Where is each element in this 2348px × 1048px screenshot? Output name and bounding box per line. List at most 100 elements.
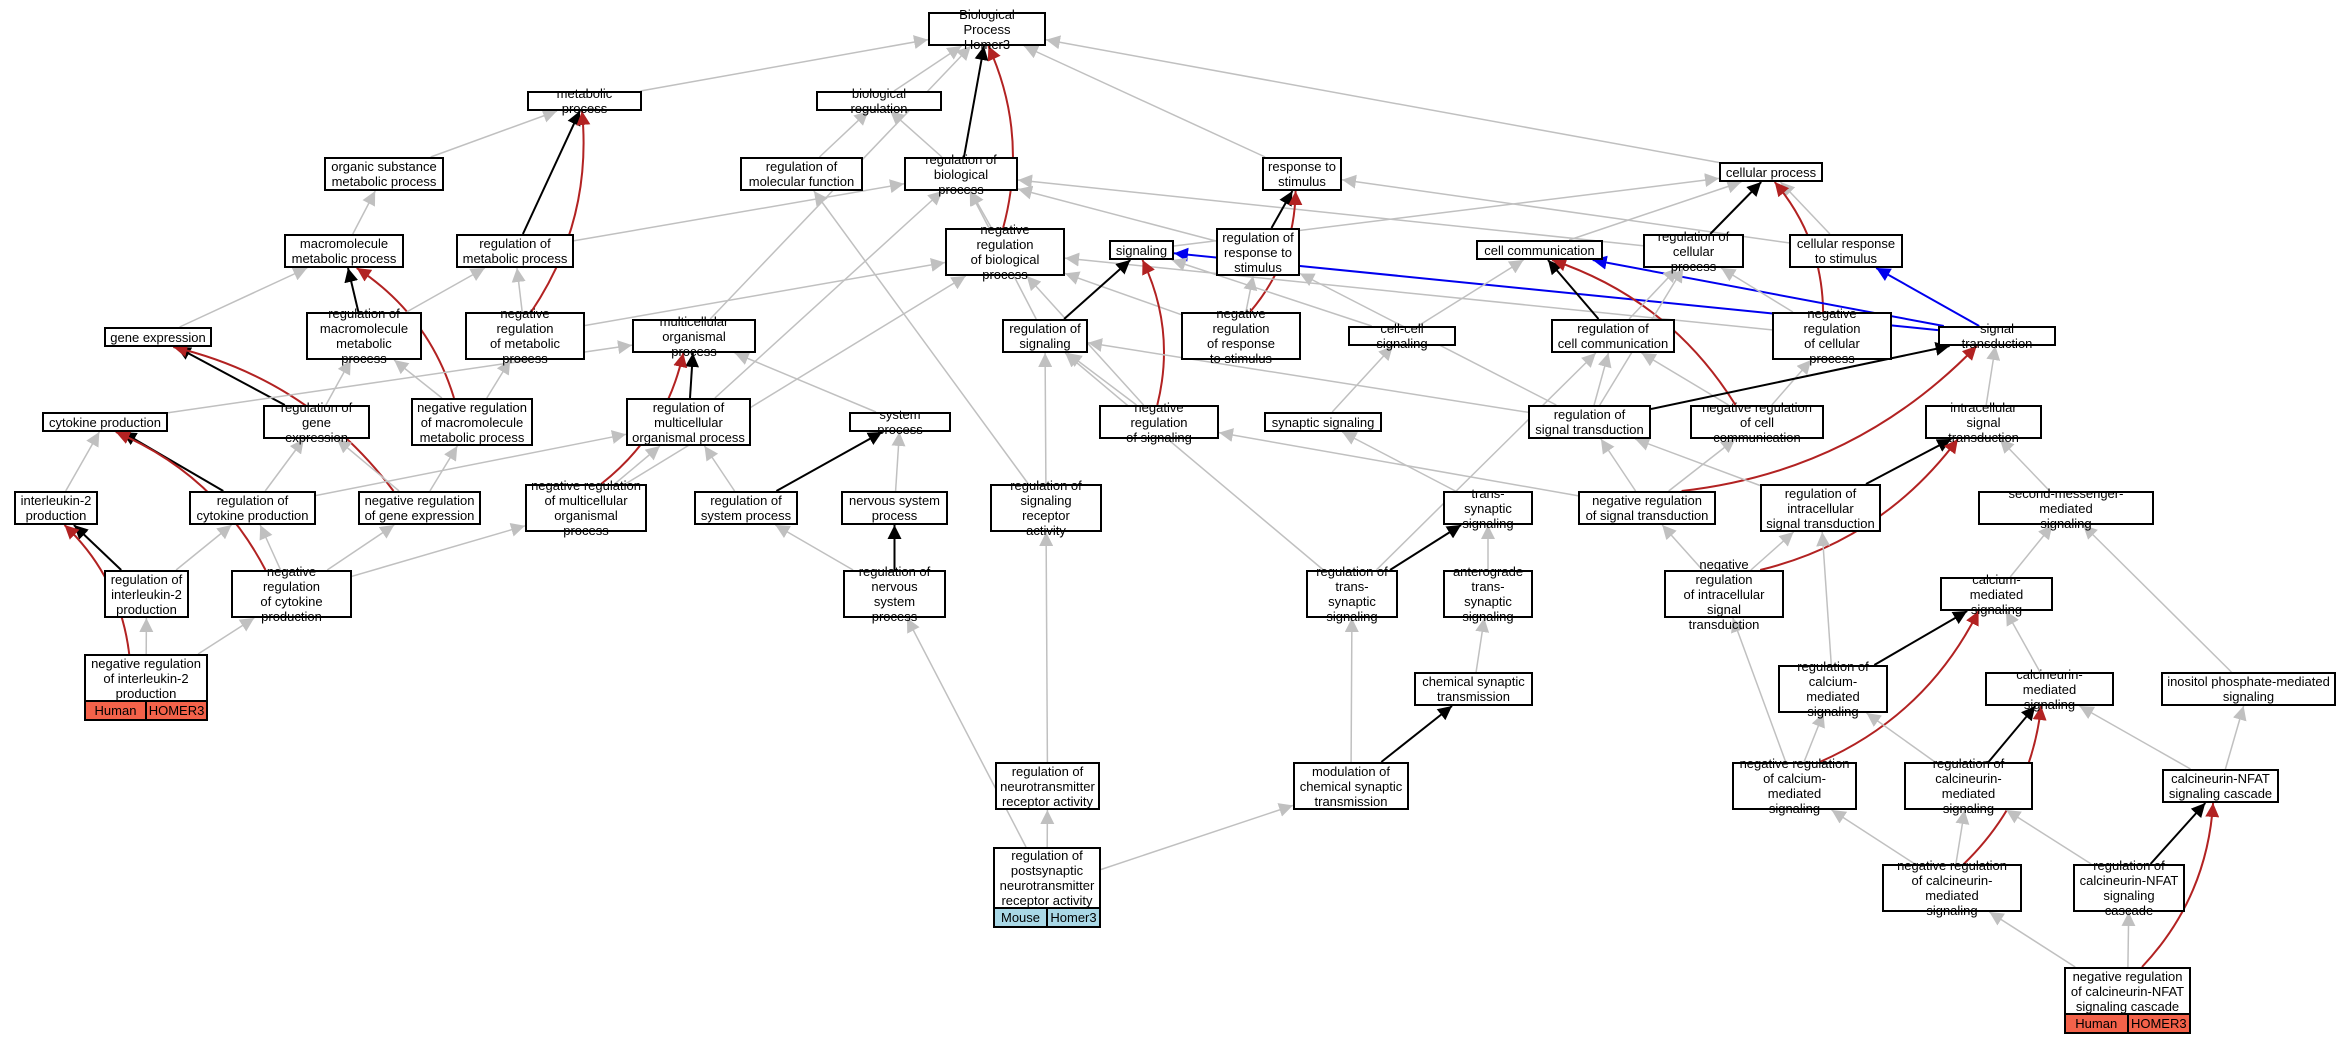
go-term-regulation-of-cytokine-production[interactable]: regulation of cytokine production xyxy=(189,491,316,525)
go-term-biological-regulation[interactable]: biological regulation xyxy=(816,86,942,116)
edge-gray xyxy=(264,438,305,492)
edge-gray xyxy=(1017,185,1217,242)
go-term-second-messenger-mediated-signaling[interactable]: second-messenger-mediated signaling xyxy=(1978,486,2154,531)
edge-gray xyxy=(325,359,352,406)
go-term-synaptic-signaling[interactable]: synaptic signaling xyxy=(1264,412,1382,432)
edge-gray xyxy=(1375,352,1597,571)
go-term-regulation-of-cell-communication[interactable]: regulation of cell communication xyxy=(1551,319,1675,353)
go-term-regulation-of-interleukin-2-production[interactable]: regulation of interleukin-2 production xyxy=(104,570,189,618)
go-term-negative-regulation-of-cell-communication[interactable]: negative regulation of cell communicatio… xyxy=(1690,400,1824,445)
edge-gray xyxy=(889,110,943,158)
go-term-chemical-synaptic-transmission[interactable]: chemical synaptic transmission xyxy=(1414,672,1533,706)
go-term-regulation-of-biological-process[interactable]: regulation of biological process xyxy=(904,152,1018,197)
edge-gray xyxy=(1803,712,1825,763)
go-term-regulation-of-signaling-receptor-activity[interactable]: regulation of signaling receptor activit… xyxy=(990,478,1102,538)
edge-red xyxy=(1141,259,1165,406)
edge-gray xyxy=(315,430,627,497)
go-term-negative-regulation-of-metabolic-process[interactable]: negative regulation of metabolic process xyxy=(465,306,585,366)
go-term-regulation-of-multicellular-organismal-process[interactable]: regulation of multicellular organismal p… xyxy=(626,398,751,446)
go-term-inositol-phosphate-mediated-signaling[interactable]: inositol phosphate-mediated signaling xyxy=(2161,672,2336,706)
go-term-calcineurin-nfat-signaling-cascade[interactable]: calcineurin-NFAT signaling cascade xyxy=(2162,769,2279,803)
go-term-regulation-of-calcineurin-nfat-signaling-cascade[interactable]: regulation of calcineurin-NFAT signaling… xyxy=(2073,858,2185,918)
go-term-calcineurin-mediated-signaling[interactable]: calcineurin-mediated signaling xyxy=(1985,667,2114,712)
go-term-anterograde-trans-synaptic-signaling[interactable]: anterograde trans-synaptic signaling xyxy=(1443,564,1533,624)
go-term-signal-transduction[interactable]: signal transduction xyxy=(1938,321,2056,351)
edge-gray xyxy=(1779,181,1831,235)
edge-gray xyxy=(640,35,929,92)
go-term-response-to-stimulus[interactable]: response to stimulus xyxy=(1262,157,1342,191)
go-term-regulation-of-intracellular-signal-transduction[interactable]: regulation of intracellular signal trans… xyxy=(1760,484,1881,532)
go-term-cell-cell-signaling[interactable]: cell-cell signaling xyxy=(1348,321,1456,351)
edge-gray xyxy=(175,524,232,571)
go-term-regulation-of-postsynaptic-neurotransmitter-receptor-activity[interactable]: regulation of postsynaptic neurotransmit… xyxy=(993,847,1101,909)
go-term-regulation-of-calcineurin-mediated-signaling[interactable]: regulation of calcineurin-mediated signa… xyxy=(1904,756,2033,816)
go-term-signaling[interactable]: signaling xyxy=(1109,240,1174,260)
go-term-multicellular-organismal-process[interactable]: multicellular organismal process xyxy=(632,314,756,359)
go-term-regulation-of-system-process[interactable]: regulation of system process xyxy=(694,491,798,525)
go-term-negative-regulation-of-cytokine-production[interactable]: negative regulation of cytokine producti… xyxy=(231,564,352,624)
go-term-negative-regulation-of-calcium-mediated-signaling[interactable]: negative regulation of calcium-mediated … xyxy=(1732,756,1857,816)
go-term-negative-regulation-of-signaling[interactable]: negative regulation of signaling xyxy=(1099,400,1219,445)
edge-gray xyxy=(891,431,906,492)
go-term-regulation-of-macromolecule-metabolic-process[interactable]: regulation of macromolecule metabolic pr… xyxy=(306,306,422,366)
go-term-metabolic-process[interactable]: metabolic process xyxy=(527,86,642,116)
go-term-nervous-system-process[interactable]: nervous system process xyxy=(841,491,948,525)
go-term-gene-expression[interactable]: gene expression xyxy=(104,327,212,347)
go-term-negative-regulation-of-cellular-process[interactable]: negative regulation of cellular process xyxy=(1772,306,1892,366)
edge-gray xyxy=(1087,338,1529,414)
edge-gray xyxy=(1218,428,1579,497)
edge-gray xyxy=(1171,257,1372,327)
go-term-intracellular-signal-transduction[interactable]: intracellular signal transduction xyxy=(1925,400,2042,445)
go-term-negative-regulation-of-intracellular-signal-transduction[interactable]: negative regulation of intracellular sig… xyxy=(1664,557,1784,632)
edge-gray xyxy=(1064,352,1324,571)
go-term-regulation-of-signal-transduction[interactable]: regulation of signal transduction xyxy=(1528,405,1651,439)
edge-gray xyxy=(2005,809,2092,865)
go-term-negative-regulation-of-response-to-stimulus[interactable]: negative regulation of response to stimu… xyxy=(1181,306,1301,366)
go-term-regulation-of-nervous-system-process[interactable]: regulation of nervous system process xyxy=(843,564,946,624)
edge-gray xyxy=(2079,705,2191,770)
go-term-trans-synaptic-signaling[interactable]: trans-synaptic signaling xyxy=(1443,486,1533,531)
go-term-cell-communication[interactable]: cell communication xyxy=(1476,240,1603,260)
go-term-regulation-of-signaling[interactable]: regulation of signaling xyxy=(1002,319,1088,353)
go-term-negative-regulation-of-calcineurin-nfat-signaling-cascade[interactable]: negative regulation of calcineurin-NFAT … xyxy=(2064,967,2191,1015)
go-term-regulation-of-response-to-stimulus[interactable]: regulation of response to stimulus xyxy=(1216,228,1300,276)
go-term-cytokine-production[interactable]: cytokine production xyxy=(42,412,168,432)
edge-gray xyxy=(1661,524,1704,571)
edge-gray xyxy=(2005,610,2041,673)
go-term-regulation-of-cellular-process[interactable]: regulation of cellular process xyxy=(1643,229,1744,274)
go-term-negative-regulation-of-interleukin-2-production[interactable]: negative regulation of interleukin-2 pro… xyxy=(84,654,208,702)
go-term-regulation-of-metabolic-process[interactable]: regulation of metabolic process xyxy=(456,234,574,268)
edge-gray xyxy=(614,445,661,485)
edge-blue xyxy=(1592,255,1944,327)
go-term-negative-regulation-of-macromolecule-metabolic-process[interactable]: negative regulation of macromolecule met… xyxy=(411,398,533,446)
go-term-system-process[interactable]: system process xyxy=(849,407,951,437)
go-term-regulation-of-calcium-mediated-signaling[interactable]: regulation of calcium-mediated signaling xyxy=(1778,659,1888,719)
edge-gray xyxy=(1593,352,1612,406)
edge-gray xyxy=(1985,345,2001,406)
edge-gray xyxy=(430,109,558,158)
go-term-interleukin-2-production[interactable]: interleukin-2 production xyxy=(14,491,98,525)
go-term-regulation-of-molecular-function[interactable]: regulation of molecular function xyxy=(740,157,863,191)
go-term-negative-regulation-of-biological-process[interactable]: negative regulation of biological proces… xyxy=(945,222,1065,282)
go-term-negative-regulation-of-calcineurin-mediated-signaling[interactable]: negative regulation of calcineurin-media… xyxy=(1882,858,2022,918)
edge-black xyxy=(1380,705,1453,763)
go-term-modulation-of-chemical-synaptic-transmission[interactable]: modulation of chemical synaptic transmis… xyxy=(1293,762,1409,810)
edge-gray xyxy=(1955,809,1970,865)
go-term-cellular-process[interactable]: cellular process xyxy=(1719,162,1823,182)
go-term-negative-regulation-of-gene-expression[interactable]: negative regulation of gene expression xyxy=(358,491,481,525)
go-term-root[interactable]: Biological Process Homer3 xyxy=(928,7,1046,52)
go-term-regulation-of-neurotransmitter-receptor-activity[interactable]: regulation of neurotransmitter receptor … xyxy=(995,762,1100,810)
go-term-cellular-response-to-stimulus[interactable]: cellular response to stimulus xyxy=(1789,234,1903,268)
edge-gray xyxy=(1067,352,1137,406)
go-term-regulation-of-trans-synaptic-signaling[interactable]: regulation of trans-synaptic signaling xyxy=(1306,564,1398,624)
go-term-organic-substance-metabolic-process[interactable]: organic substance metabolic process xyxy=(324,157,444,191)
go-term-calcium-mediated-signaling[interactable]: calcium-mediated signaling xyxy=(1940,572,2053,617)
edge-black xyxy=(1865,438,1952,485)
go-term-macromolecule-metabolic-process[interactable]: macromolecule metabolic process xyxy=(284,234,404,268)
go-term-negative-regulation-of-multicellular-organismal-process[interactable]: negative regulation of multicellular org… xyxy=(525,478,647,538)
edge-gray xyxy=(703,445,736,492)
go-term-negative-regulation-of-signal-transduction[interactable]: negative regulation of signal transducti… xyxy=(1578,491,1716,525)
go-term-regulation-of-gene-expression[interactable]: regulation of gene expression xyxy=(263,400,370,445)
